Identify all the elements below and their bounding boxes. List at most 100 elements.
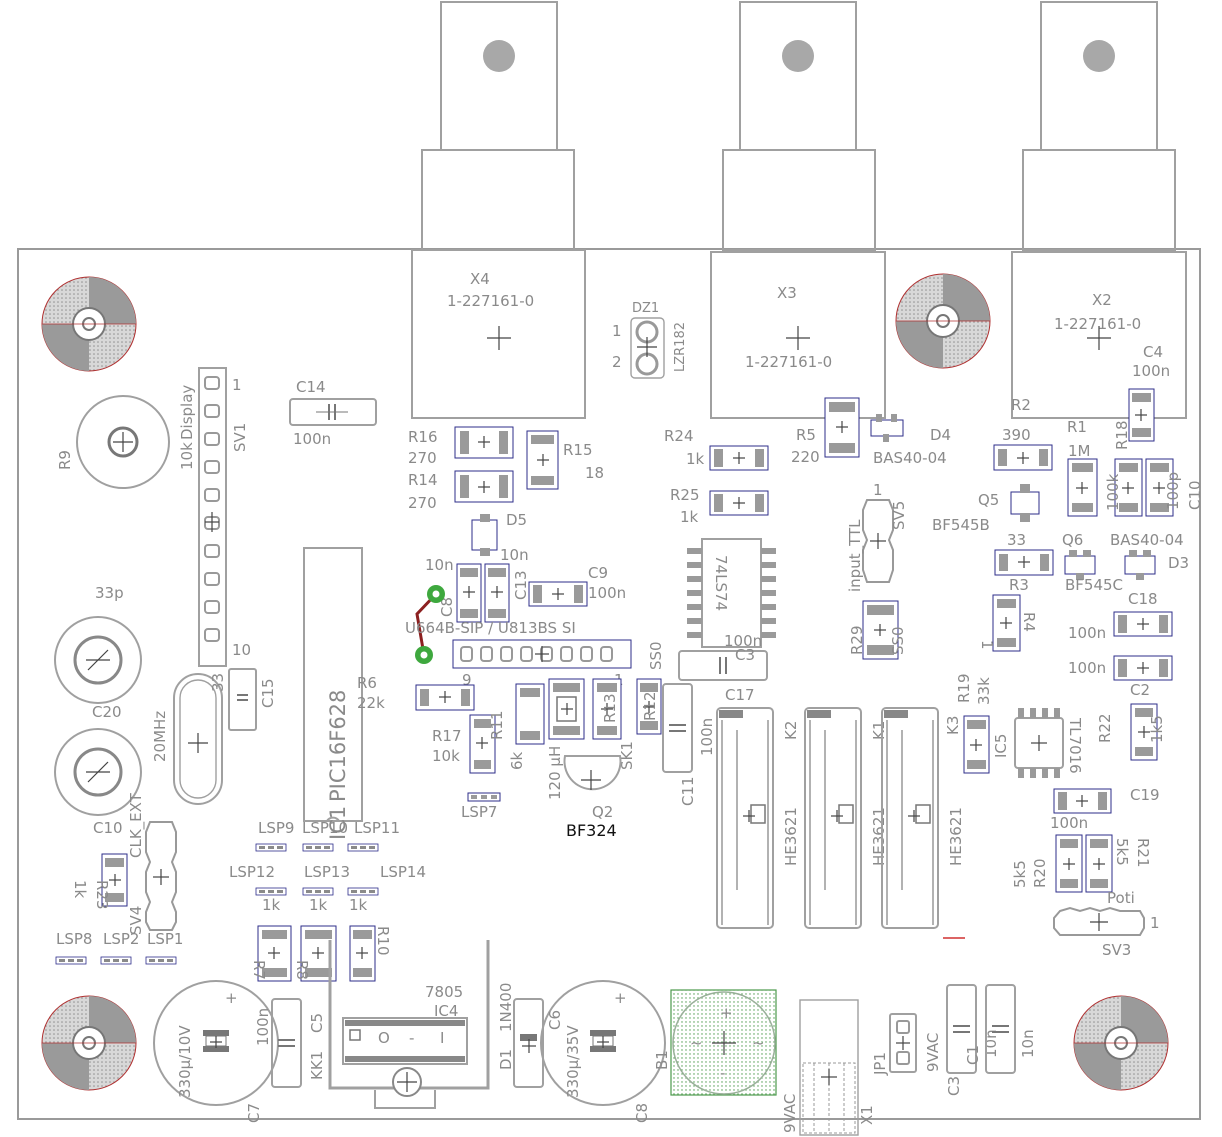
label-r22v: 1k5 <box>1148 715 1166 743</box>
label-r11: R11 <box>488 710 506 740</box>
q2-part-label: BF324 <box>566 821 617 840</box>
label-r10: R10 <box>374 926 392 956</box>
diode-d3: BAS40-04 D3 <box>1110 531 1189 580</box>
label-r25: R25 <box>670 486 700 504</box>
diode-d1: D1 1N400 <box>497 983 544 1088</box>
mounting-hole-br <box>1073 995 1169 1091</box>
label-he: HE3621 <box>782 807 800 866</box>
label-c10: C10 <box>93 819 123 837</box>
label-sv1: SV1 <box>231 423 249 452</box>
label-ss0: SS0 <box>647 641 665 670</box>
rectifier-b1: + ~ ~ - B1 <box>653 989 777 1096</box>
label-q2: Q2 <box>592 803 613 821</box>
label-r6v: 22k <box>357 694 385 712</box>
x4-ref: X4 <box>470 270 490 288</box>
label-c6v: 330µ/35V <box>564 1025 582 1098</box>
label-r12: R12 <box>641 691 659 721</box>
trimmer-cap-c20b: C20 <box>54 703 142 816</box>
label-vac: 9VAC <box>924 1033 942 1072</box>
b1-ac-left: ~ <box>690 1034 703 1052</box>
label-c2v: 100n <box>1068 659 1106 677</box>
label-r18: R18 <box>1113 420 1131 450</box>
capacitor-c7: + 330µ/10V C7 <box>153 980 279 1123</box>
label-c3: C3 <box>735 646 755 664</box>
label-dz1: DZ1 <box>632 301 659 316</box>
capacitor-c5: 100n C5 KK1 <box>254 998 326 1088</box>
resistor-r6: R6 22k <box>357 674 475 712</box>
label-r15: R15 <box>563 441 593 459</box>
label-k3: K3 <box>944 716 962 735</box>
label-xtal: 20MHz <box>151 711 169 762</box>
resistor-r29: R29 SS0 SS0 <box>647 600 907 670</box>
label-c18v: 100n <box>1068 624 1106 642</box>
label-lsp7: LSP7 <box>461 803 497 821</box>
label-c4: C4 <box>1143 343 1163 361</box>
resistor-r14: R14 270 <box>408 470 514 512</box>
pad-lsp7: LSP7 <box>461 792 501 821</box>
resistor-r7: 1k R7 <box>250 896 292 982</box>
label-sk1: SK1 <box>618 741 636 770</box>
label-c2: C2 <box>1130 681 1150 699</box>
label-sv3: SV3 <box>1102 941 1131 959</box>
resistor-r3: 33 R3 <box>994 531 1054 594</box>
label-c19v: 100n <box>1050 814 1088 832</box>
label-ic4v: 7805 <box>425 983 463 1001</box>
label-clk: CLK_EXT <box>127 792 146 858</box>
label-sv5: SV5 <box>890 501 908 530</box>
label-r3v: 33 <box>1007 531 1026 549</box>
label-c17: C17 <box>725 686 755 704</box>
label-r24: R24 <box>664 427 694 445</box>
label-vac: 9VAC <box>781 1094 799 1133</box>
label-r21v: 5k5 <box>1113 838 1131 866</box>
label-r8: R8 <box>293 960 311 980</box>
label-onek: 1k <box>262 896 281 914</box>
mounting-hole-bl <box>41 995 137 1091</box>
label-q6: Q6 <box>1062 531 1083 549</box>
mounting-hole-tr <box>895 273 991 369</box>
label-r24v: 1k <box>686 450 705 468</box>
resistor-r20: 5k5 R20 <box>1011 834 1083 893</box>
label-c13: C13 <box>512 570 530 600</box>
label-sv5p1: 1 <box>873 481 883 499</box>
diode-d4: D4 BAS40-04 <box>870 414 951 467</box>
label-k2: K2 <box>782 721 800 740</box>
label-lsp12: LSP12 <box>229 863 275 881</box>
label-c19: C19 <box>1130 786 1160 804</box>
label-c3bv: 10n <box>1019 1029 1037 1058</box>
label-he: HE3621 <box>947 807 965 866</box>
label-sip: U664B-SIP / U813BS SI <box>405 619 576 637</box>
ic-ic5: IC5 TL7016 <box>992 708 1084 778</box>
label-c1v: 10n <box>982 1029 1000 1058</box>
label-r29: R29 <box>848 625 866 655</box>
label-ic4: IC4 <box>434 1002 458 1020</box>
ic-pic16f628: PIC16F628 IC1 <box>303 547 363 840</box>
b1-minus: - <box>720 1064 725 1082</box>
label-c13v: 10n <box>500 546 529 564</box>
label-c11v: 100n <box>698 718 716 756</box>
capacitor-c4: C4 100n <box>1128 343 1170 442</box>
header-sv3: Poti SV3 1 <box>1053 889 1160 959</box>
label-c7v: 330µ/10V <box>176 1025 194 1098</box>
label-d1v: 1N400 <box>497 983 515 1032</box>
label-r4v: 1 <box>978 640 996 650</box>
c7-plus: + <box>225 989 238 1007</box>
label-r22: R22 <box>1096 713 1114 743</box>
label-he: HE3621 <box>870 807 888 866</box>
label-k1: K1 <box>870 721 888 740</box>
label-poti: Poti <box>1107 889 1135 907</box>
resistor-r21: 5k5 R21 <box>1085 834 1152 893</box>
label-d3: D3 <box>1168 554 1189 572</box>
label-sv4: SV4 <box>127 906 145 935</box>
header-sv5: 1 input_TTL SV5 <box>846 481 908 592</box>
label-r25v: 1k <box>680 508 699 526</box>
trace-red <box>415 585 445 664</box>
label-r13: R13 <box>601 693 619 723</box>
label-x1: X1 <box>858 1105 876 1125</box>
capacitor-c1: C1 10n C3 <box>945 984 1000 1096</box>
resistor-r10: 1k R10 <box>349 896 392 982</box>
label-c8b: C8 <box>633 1103 651 1123</box>
label-pic: PIC16F628 <box>326 690 350 802</box>
resistor-r23: R23 1k <box>71 853 128 910</box>
transistor-q6: Q6 BF545C <box>1062 531 1123 594</box>
capacitor-c18: C18 100n <box>1068 590 1173 642</box>
